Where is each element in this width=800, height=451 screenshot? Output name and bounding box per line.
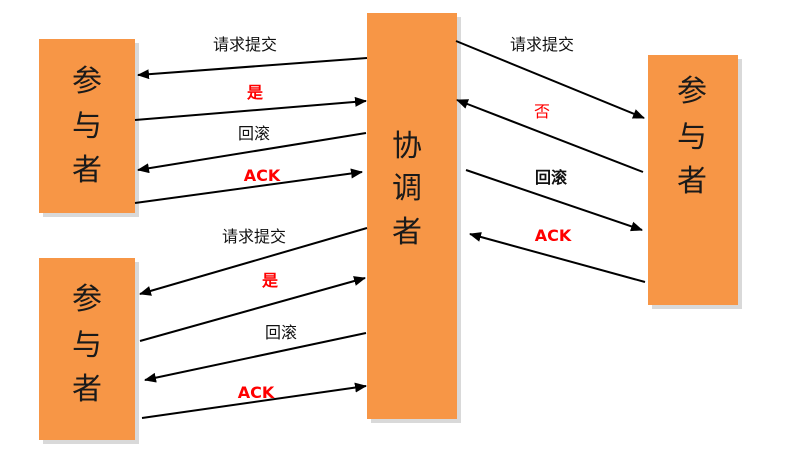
node-char: 参	[72, 64, 102, 99]
node-char: 参	[72, 282, 102, 317]
arrow-bl-ack	[141, 382, 367, 419]
arrow-r-no	[456, 99, 644, 173]
label-tl-rollback: 回滚	[238, 124, 270, 143]
arrow-tl-request-commit	[137, 57, 368, 80]
label-r-no: 否	[534, 102, 550, 121]
node-char: 协	[392, 129, 422, 164]
arrow-r-ack	[469, 232, 646, 283]
label-bl-yes: 是	[261, 271, 278, 290]
arrow-tl-rollback	[137, 132, 367, 174]
label-bl-rollback: 回滚	[265, 323, 297, 342]
node-char: 参	[677, 74, 707, 109]
node-char: 者	[677, 164, 707, 199]
label-bl-request-commit: 请求提交	[222, 227, 286, 246]
node-char: 调	[392, 171, 422, 206]
label-r-request-commit: 请求提交	[510, 35, 574, 54]
node-char: 者	[392, 215, 422, 250]
label-tl-yes: 是	[246, 83, 263, 102]
arrow-tl-ack	[134, 168, 363, 204]
node-char: 与	[677, 120, 707, 155]
node-char: 者	[72, 153, 102, 188]
label-r-ack: ACK	[535, 226, 572, 245]
node-char: 与	[72, 109, 102, 144]
arrow-bl-yes	[139, 276, 366, 342]
participant-right: 参 与 者	[648, 55, 742, 309]
label-bl-ack: ACK	[238, 383, 275, 402]
participant-bottom-left: 参 与 者	[39, 258, 139, 444]
arrow-r-rollback	[465, 169, 643, 232]
arrow-r-request-commit	[455, 40, 645, 119]
node-char: 者	[72, 372, 102, 407]
label-tl-ack: ACK	[244, 166, 281, 185]
coordinator: 协 调 者	[367, 13, 461, 423]
arrow-bl-rollback	[144, 332, 367, 383]
label-tl-request-commit: 请求提交	[213, 35, 277, 54]
arrow-tl-yes	[134, 96, 367, 121]
arrow-bl-request-commit	[139, 227, 368, 296]
node-char: 与	[72, 328, 102, 363]
participant-top-left: 参 与 者	[39, 39, 139, 217]
label-r-rollback: 回滚	[535, 168, 568, 187]
